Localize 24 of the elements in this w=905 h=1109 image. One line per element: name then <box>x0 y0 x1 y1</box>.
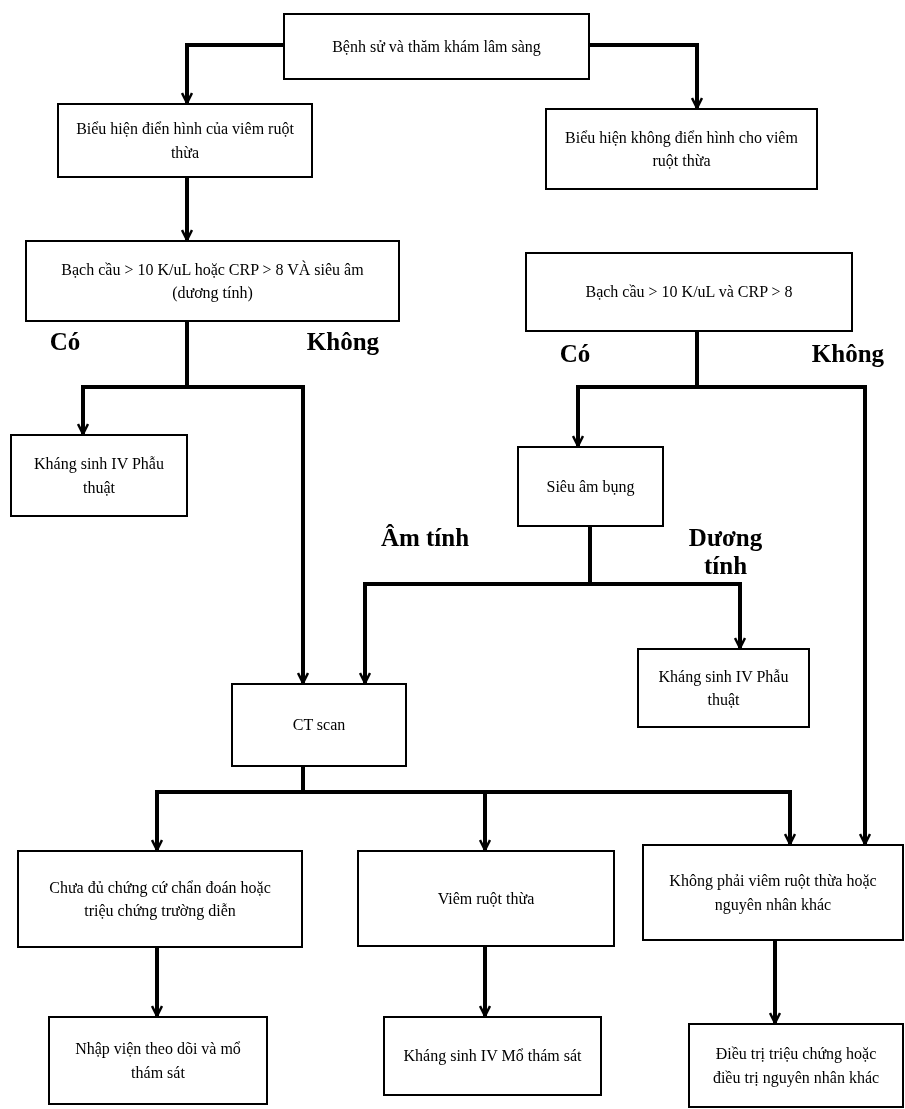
process-box: Nhập viện theo dõi và mổ thám sát <box>48 1016 268 1105</box>
process-box: Biểu hiện không điển hình cho viêm ruột thừa <box>545 108 818 190</box>
process-box: Kháng sinh IV Mổ thám sát <box>383 1016 602 1096</box>
arrow <box>301 767 797 846</box>
arrow <box>180 43 283 105</box>
arrow <box>478 947 492 1018</box>
process-box: Bạch cầu > 10 K/uL và CRP > 8 <box>525 252 853 332</box>
arrow <box>185 322 310 685</box>
process-box: Bạch cầu > 10 K/uL hoặc CRP > 8 VÀ siêu âm (dương tính) <box>25 240 400 322</box>
process-box: Biểu hiện điển hình của viêm ruột thừa <box>57 103 313 178</box>
process-box: CT scan <box>231 683 407 767</box>
process-box: Siêu âm bụng <box>517 446 664 527</box>
process-box: Kháng sinh IV Phẫu thuật <box>637 648 810 728</box>
process-box: Bệnh sử và thăm khám lâm sàng <box>283 13 590 80</box>
arrow <box>588 527 747 650</box>
process-box: Viêm ruột thừa <box>357 850 615 947</box>
process-box: Điều trị triệu chứng hoặc điều trị nguyên nhân khác <box>688 1023 904 1108</box>
arrow <box>180 178 194 242</box>
arrow <box>768 941 782 1025</box>
process-box: Không phải viêm ruột thừa hoặc nguyên nhân khác <box>642 844 904 941</box>
process-box: Chưa đủ chứng cứ chẩn đoán hoặc triệu chứng trường diễn <box>17 850 303 948</box>
arrow <box>150 948 164 1018</box>
arrow <box>590 43 704 110</box>
process-box: Kháng sinh IV Phẫu thuật <box>10 434 188 517</box>
